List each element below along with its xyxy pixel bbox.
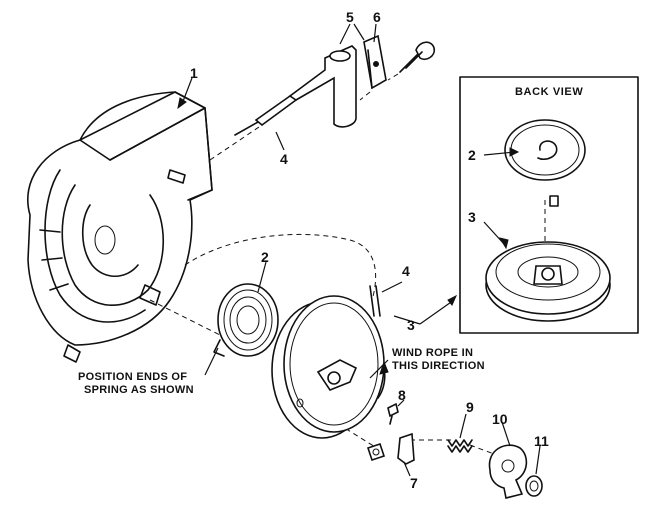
callout-6: 6 <box>373 9 381 25</box>
wind-direction-arrow <box>377 360 389 399</box>
rope-retainer <box>363 34 387 90</box>
starter-housing <box>27 91 213 363</box>
callout-10: 10 <box>492 411 508 427</box>
recoil-spring <box>213 283 279 357</box>
spring-note-line2: SPRING AS SHOWN <box>84 384 194 396</box>
spring-note-line1: POSITION ENDS OF <box>78 371 187 383</box>
callout-4b: 4 <box>402 263 410 279</box>
pawl <box>397 432 415 465</box>
rope-to-pulley <box>369 285 381 317</box>
starter-handle <box>255 45 357 128</box>
callout-7: 7 <box>410 475 418 491</box>
screw <box>387 402 399 425</box>
inset-title: BACK VIEW <box>515 86 583 98</box>
callout-4: 4 <box>280 151 288 167</box>
callout-11: 11 <box>534 433 549 449</box>
callout-8: 8 <box>398 387 406 403</box>
compression-spring <box>447 439 473 453</box>
rope-end <box>234 121 259 136</box>
callout-3-inset: 3 <box>468 209 476 225</box>
rope-note-line1: WIND ROPE IN <box>392 347 473 359</box>
callout-3: 3 <box>407 317 415 333</box>
pulley <box>271 295 385 439</box>
back-view-inset <box>459 76 639 334</box>
rope-note-line2: THIS DIRECTION <box>392 360 485 372</box>
washer-nut <box>366 442 386 462</box>
callout-5: 5 <box>346 9 354 25</box>
callout-2: 2 <box>261 249 269 265</box>
retaining-nut <box>525 475 543 497</box>
callout-9: 9 <box>466 399 474 415</box>
rope-knot <box>399 41 436 73</box>
callout-1: 1 <box>190 65 198 81</box>
retainer-plate <box>488 444 528 499</box>
callout-2-inset: 2 <box>468 147 476 163</box>
